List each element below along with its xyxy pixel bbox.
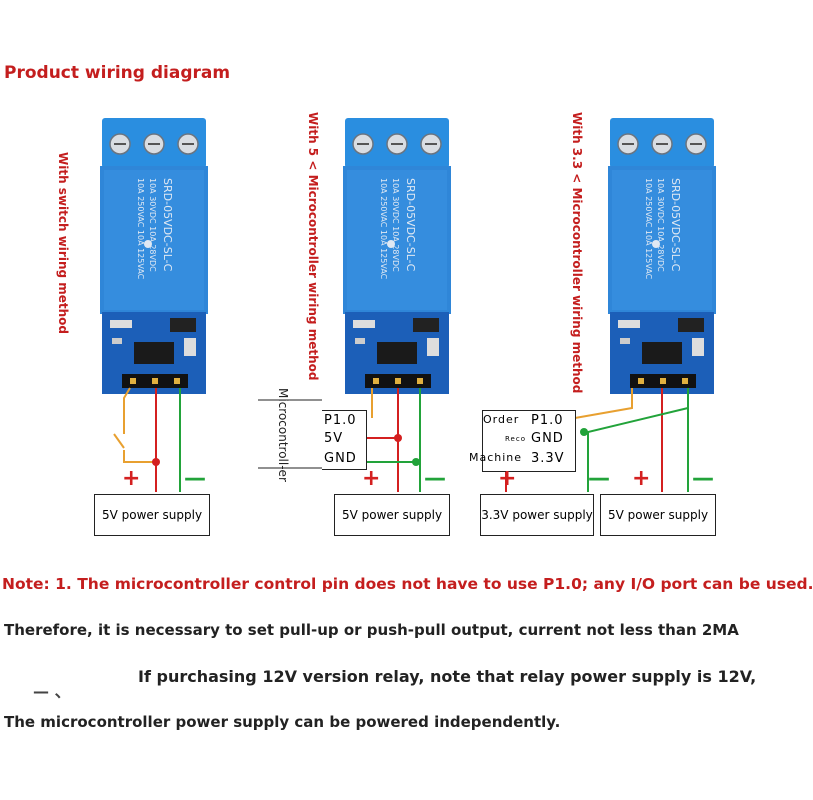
minus-sign-4: — bbox=[692, 466, 714, 491]
note-line-2: Therefore, it is necessary to set pull-u… bbox=[4, 621, 739, 639]
note-dash: — 、 bbox=[33, 682, 71, 701]
note-line-4: The microcontroller power supply can be … bbox=[4, 713, 561, 731]
mcu-label: Microcontroll-er bbox=[276, 388, 290, 482]
power-supply-box-3: 3.3V power supply bbox=[480, 494, 594, 536]
pin3-gnd: GND bbox=[531, 431, 564, 446]
pin3-p10: P1.0 bbox=[531, 413, 564, 428]
mcu-word-order: Order bbox=[483, 413, 520, 426]
note-line-1: Note: 1. The microcontroller control pin… bbox=[2, 575, 813, 593]
minus-sign-3: — bbox=[588, 466, 610, 491]
pin-gnd: GND bbox=[324, 451, 357, 466]
plus-sign-4: + bbox=[632, 466, 651, 491]
mcu-word-reco: Reco bbox=[505, 435, 526, 443]
mcu-word-machine: Machine bbox=[469, 451, 523, 464]
power-supply-box-4: 5V power supply bbox=[600, 494, 716, 536]
power-supply-box-2: 5V power supply bbox=[334, 494, 450, 536]
plus-sign-1: + bbox=[122, 466, 141, 491]
mcu-pin-box-33v: P1.0 GND 3.3V Order Reco Machine bbox=[469, 410, 576, 472]
diagram-title: Product wiring diagram bbox=[4, 63, 231, 83]
minus-sign-1: — bbox=[184, 466, 206, 491]
method-label-5v-mcu: With 5 < Microcontroller wiring method bbox=[306, 112, 320, 381]
mcu-pin-box-5v: P1.0 5V GND bbox=[322, 410, 367, 470]
pin-p10: P1.0 bbox=[324, 413, 357, 428]
pin3-33v: 3.3V bbox=[531, 451, 565, 466]
method-label-switch: With switch wiring method bbox=[56, 152, 70, 335]
wiring-lines bbox=[113, 387, 689, 492]
pin-5v: 5V bbox=[324, 431, 344, 446]
method-label-33v-mcu: With 3.3 < Microcontroller wiring method bbox=[570, 112, 584, 394]
minus-sign-2: — bbox=[424, 466, 446, 491]
plus-sign-3: + bbox=[498, 466, 517, 491]
power-supply-box-1: 5V power supply bbox=[94, 494, 210, 536]
note-line-3: If purchasing 12V version relay, note th… bbox=[138, 667, 757, 686]
plus-sign-2: + bbox=[362, 466, 381, 491]
